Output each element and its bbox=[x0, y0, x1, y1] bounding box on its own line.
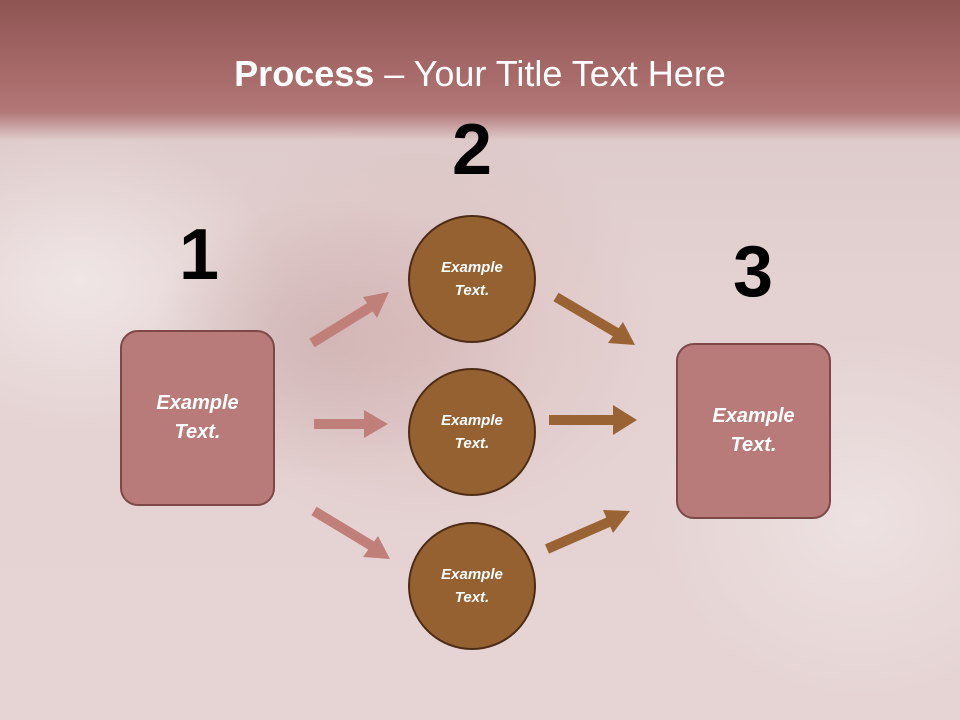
circle-bottom: Example Text. bbox=[408, 522, 536, 650]
step-number-1: 1 bbox=[178, 215, 220, 295]
step-number-3: 3 bbox=[732, 232, 774, 312]
title-rest: – Your Title Text Here bbox=[374, 53, 726, 94]
circle-middle: Example Text. bbox=[408, 368, 536, 496]
step-3-box: Example Text. bbox=[676, 343, 831, 519]
right-arrows bbox=[544, 292, 637, 554]
title-band bbox=[0, 0, 960, 140]
circle-middle-label: Example Text. bbox=[441, 412, 503, 452]
title-bold: Process bbox=[234, 53, 375, 94]
arrow-from-circle-top bbox=[553, 292, 635, 345]
arrow-from-circle-bottom bbox=[544, 510, 630, 554]
step-1-box: Example Text. bbox=[120, 330, 275, 506]
left-arrows bbox=[309, 292, 390, 559]
slide-title: Process – Your Title Text Here bbox=[0, 52, 960, 96]
arrow-to-circle-middle bbox=[314, 410, 388, 438]
step-1-label: Example Text. bbox=[156, 392, 239, 443]
circle-top-label: Example Text. bbox=[441, 259, 503, 299]
arrow-to-circle-bottom bbox=[311, 506, 390, 559]
circle-top: Example Text. bbox=[408, 215, 536, 343]
circle-bottom-label: Example Text. bbox=[441, 566, 503, 606]
step-number-2: 2 bbox=[451, 110, 493, 190]
arrow-to-circle-top bbox=[309, 292, 389, 348]
arrow-from-circle-middle bbox=[549, 405, 637, 435]
step-3-label: Example Text. bbox=[712, 405, 795, 456]
